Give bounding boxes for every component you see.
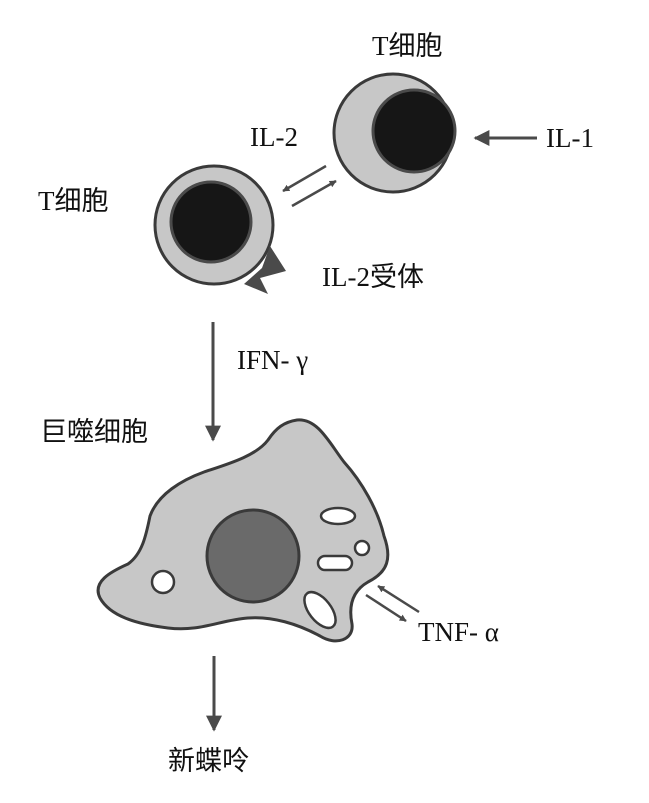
macrophage-nucleus bbox=[205, 508, 301, 604]
label-il2: IL-2 bbox=[250, 122, 298, 152]
vacuole bbox=[319, 506, 357, 526]
vacuole bbox=[303, 590, 337, 630]
il2-receptor-shape bbox=[244, 246, 286, 294]
tnf-alpha-arrow-in bbox=[377, 584, 420, 614]
vacuole bbox=[150, 569, 176, 595]
label-t-cell-left: T细胞 bbox=[38, 186, 109, 216]
t-cell-top bbox=[332, 72, 457, 194]
label-il2-receptor: IL-2受体 bbox=[322, 262, 424, 292]
label-tnf-alpha: TNF- α bbox=[418, 617, 499, 647]
label-il1: IL-1 bbox=[546, 123, 594, 153]
label-ifn-gamma: IFN- γ bbox=[237, 345, 308, 375]
tnf-alpha-arrow-out bbox=[365, 593, 407, 623]
label-t-cell-top: T细胞 bbox=[372, 31, 443, 61]
t-cell-left bbox=[153, 164, 286, 294]
il2-arrow-to-left bbox=[282, 164, 327, 193]
vacuole bbox=[353, 539, 371, 557]
macrophage-cell bbox=[96, 418, 390, 643]
label-macrophage: 巨噬细胞 bbox=[40, 417, 148, 447]
label-neopterin: 新蝶呤 bbox=[168, 746, 249, 776]
vacuole bbox=[316, 554, 354, 572]
il2-arrow-to-right bbox=[291, 179, 337, 208]
